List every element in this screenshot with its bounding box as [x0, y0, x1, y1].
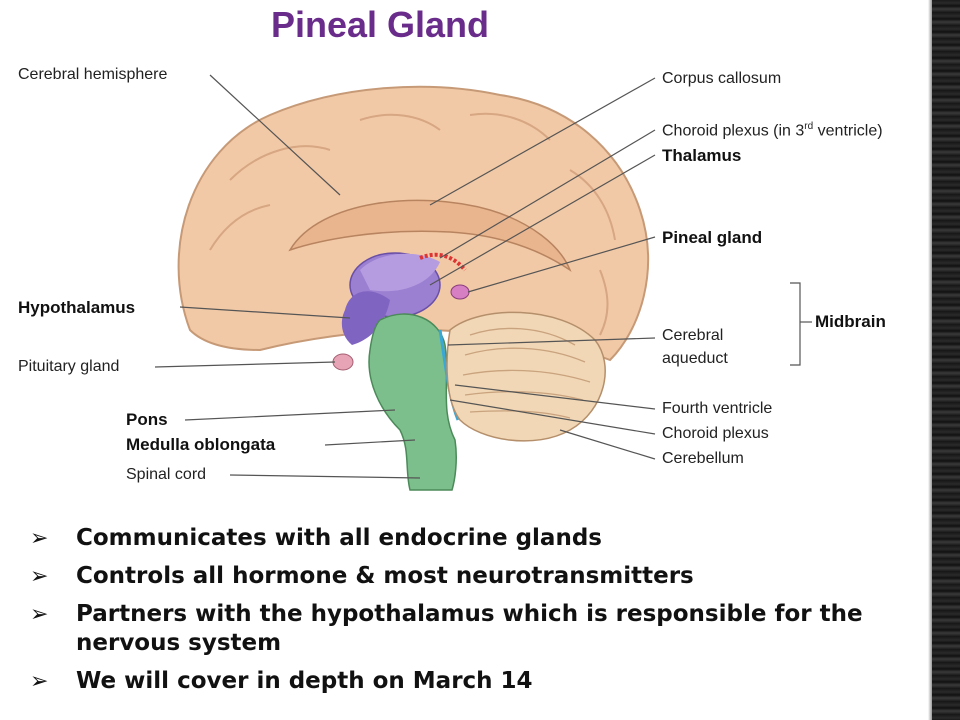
label-thalamus: Thalamus — [662, 146, 742, 165]
arrow-bullet-icon: ➢ — [30, 564, 49, 589]
label-choroid-plexus-3rd: Choroid plexus (in 3rd ventricle) — [662, 121, 883, 140]
bullet-item: ➢ Partners with the hypothalamus which i… — [30, 600, 910, 658]
arrow-bullet-icon: ➢ — [30, 526, 49, 551]
label-medulla-oblongata: Medulla oblongata — [126, 435, 276, 454]
bullet-text: Controls all hormone & most neurotransmi… — [76, 563, 694, 589]
brainstem — [368, 313, 457, 491]
bullet-text: We will cover in depth on March 14 — [76, 668, 533, 694]
label-fourth-ventricle: Fourth ventricle — [662, 400, 773, 417]
bullet-text: Communicates with all endocrine glands — [76, 525, 602, 551]
label-pituitary-gland: Pituitary gland — [18, 358, 120, 375]
label-pons: Pons — [126, 410, 168, 429]
pineal-gland — [450, 284, 470, 300]
label-cerebral-hemisphere: Cerebral hemisphere — [18, 66, 168, 83]
label-midbrain: Midbrain — [815, 312, 886, 331]
label-choroid-plexus: Choroid plexus — [662, 425, 769, 442]
label-corpus-callosum: Corpus callosum — [662, 70, 782, 87]
bullet-item: ➢ Controls all hormone & most neurotrans… — [30, 562, 910, 591]
brain-diagram — [154, 74, 812, 491]
label-pineal-gland: Pineal gland — [662, 228, 763, 247]
label-cerebral-aqueduct-line2: aqueduct — [662, 350, 728, 367]
label-spinal-cord: Spinal cord — [126, 466, 207, 483]
cerebellum — [446, 311, 606, 442]
bullet-item: ➢ We will cover in depth on March 14 — [30, 667, 910, 696]
bullet-list: ➢ Communicates with all endocrine glands… — [30, 524, 910, 705]
decorative-border — [928, 0, 960, 720]
bullet-text: Partners with the hypothalamus which is … — [76, 601, 863, 656]
arrow-bullet-icon: ➢ — [30, 669, 49, 694]
label-cerebral-aqueduct-line1: Cerebral — [662, 327, 724, 344]
corpus-callosum — [288, 199, 572, 272]
bullet-item: ➢ Communicates with all endocrine glands — [30, 524, 910, 553]
arrow-bullet-icon: ➢ — [30, 602, 49, 627]
pituitary-gland — [332, 353, 354, 371]
label-hypothalamus: Hypothalamus — [18, 298, 136, 317]
page-title: Pineal Gland — [270, 4, 490, 45]
hypothalamus — [341, 291, 390, 345]
label-cerebellum: Cerebellum — [662, 450, 744, 467]
